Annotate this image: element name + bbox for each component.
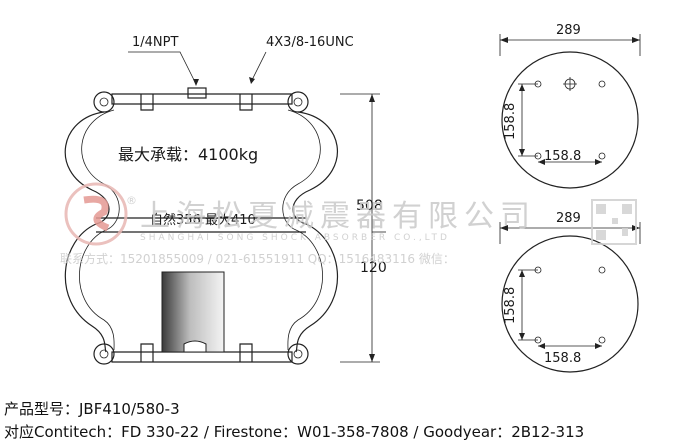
bottom-plate-circle: [501, 235, 639, 373]
height-dimension: [340, 93, 386, 363]
bumper-slot: [183, 340, 207, 353]
bottom-bolt-hole: [598, 266, 606, 274]
npt-arrow: [193, 79, 199, 86]
watermark-contact: 联系方式：15201855009 / 021-61551911 QQ：15164…: [60, 251, 455, 266]
bumper-piston: [161, 271, 225, 353]
height-spec-label: 自然356 最大410: [150, 212, 256, 228]
top-bolt-horizontal-label: 158.8: [544, 149, 581, 164]
reg-mark: ®: [126, 194, 137, 207]
top-bolt-vertical-label: 158.8: [503, 103, 518, 140]
bottom-diameter-label: 289: [556, 211, 581, 226]
bottom-left-curl: [93, 343, 115, 365]
logo-ring: [64, 182, 128, 246]
company-watermark: ® 上海松夏减震器有限公司 SHANGHAI SONG SHOCK ABSORB…: [60, 182, 637, 266]
top-bolt-hole: [598, 152, 606, 160]
top-plate: [111, 93, 293, 105]
npt-leader: [128, 51, 197, 85]
bottom-right-curl: [287, 343, 309, 365]
watermark-company-en: SHANGHAI SONG SHOCK ABSORBER CO.,LTD: [140, 233, 450, 243]
unc-arrow: [249, 77, 255, 84]
bottom-bolt-horizontal-label: 158.8: [544, 351, 581, 366]
top-right-curl: [287, 91, 309, 113]
bottom-plate-view: [499, 222, 641, 373]
min-height-label: 120: [360, 260, 387, 276]
qr-code: [591, 199, 637, 245]
bottom-stud-left: [140, 343, 154, 362]
top-bolt-hole: [598, 80, 606, 88]
bolt-thread-label: 4X3/8-16UNC: [266, 35, 354, 50]
npt-fitting: [187, 87, 207, 99]
top-stud-left: [140, 94, 154, 111]
max-load-label: 最大承载：4100kg: [118, 145, 258, 164]
logo-mark: [83, 195, 110, 232]
watermark-company-cn: 上海松夏减震器有限公司: [140, 199, 536, 234]
bellows-side-view: [64, 87, 339, 365]
height-dim-label: 508: [356, 198, 383, 214]
girdle-ring: [96, 217, 306, 233]
unc-leader: [251, 51, 267, 81]
bottom-plate: [111, 351, 293, 363]
npt-port-mark: [563, 77, 577, 91]
top-left-curl: [93, 91, 115, 113]
port-thread-label: 1/4NPT: [132, 35, 178, 50]
top-stud-right: [239, 94, 253, 111]
top-plate-view: [499, 34, 641, 189]
top-diameter-label: 289: [556, 23, 581, 38]
cross-reference: 对应Contitech：FD 330-22 / Firestone：W01-35…: [4, 423, 585, 441]
model-number: 产品型号：JBF410/580-3: [4, 400, 180, 418]
top-plate-circle: [501, 51, 639, 189]
bottom-stud-right: [239, 343, 253, 362]
callout-leaders: [128, 51, 267, 86]
bottom-bolt-hole: [598, 336, 606, 344]
bottom-bolt-vertical-label: 158.8: [503, 287, 518, 324]
